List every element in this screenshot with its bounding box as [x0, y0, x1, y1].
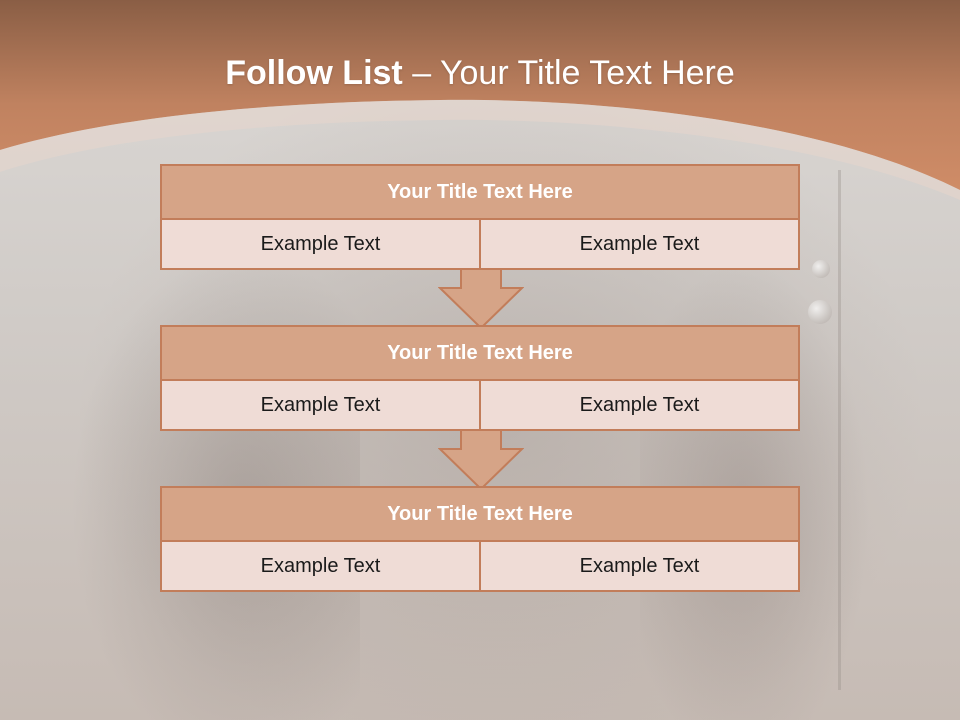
step-row: Example Text Example Text [160, 542, 800, 592]
slide-title-bold: Follow List [225, 54, 403, 92]
step-cell-left: Example Text [162, 542, 479, 590]
step-title: Your Title Text Here [160, 164, 800, 220]
door-knob-upper [812, 260, 830, 278]
down-arrow-icon [438, 429, 524, 491]
step-box-2: Your Title Text Here Example Text Exampl… [160, 325, 800, 431]
slide-title: Follow List – Your Title Text Here [0, 54, 960, 93]
step-box-1: Your Title Text Here Example Text Exampl… [160, 164, 800, 270]
step-row: Example Text Example Text [160, 220, 800, 270]
step-cell-right: Example Text [479, 542, 798, 590]
header-banner [0, 0, 960, 200]
step-cell-left: Example Text [162, 381, 479, 429]
door-knob-lower [808, 300, 832, 324]
step-cell-left: Example Text [162, 220, 479, 268]
step-cell-right: Example Text [479, 220, 798, 268]
background-figure-left [70, 250, 360, 720]
step-cell-right: Example Text [479, 381, 798, 429]
step-title: Your Title Text Here [160, 486, 800, 542]
step-row: Example Text Example Text [160, 381, 800, 431]
down-arrow-icon [438, 268, 524, 330]
slide-title-rest: – Your Title Text Here [402, 54, 735, 92]
step-title: Your Title Text Here [160, 325, 800, 381]
step-box-3: Your Title Text Here Example Text Exampl… [160, 486, 800, 592]
background-door-edge [838, 170, 841, 690]
